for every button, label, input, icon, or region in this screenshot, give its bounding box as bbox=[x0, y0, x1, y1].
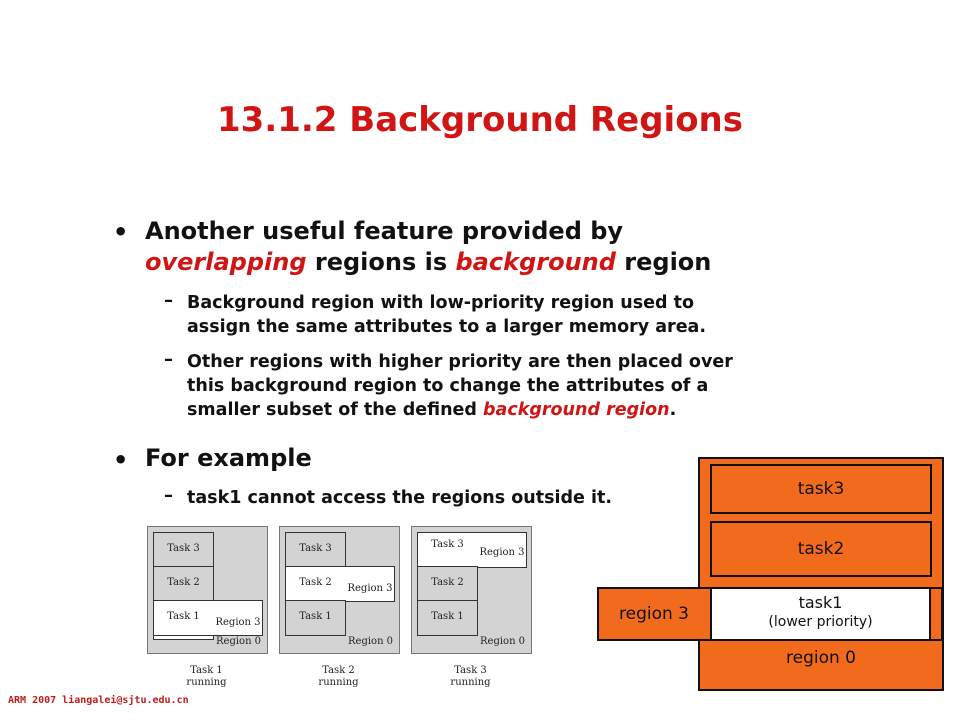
sub-bullet-1-line1: Background region with low-priority regi… bbox=[187, 293, 695, 313]
sub-bullet-2: Other regions with higher priority are t… bbox=[187, 350, 887, 422]
sub-bullet-2-line2: this background region to change the att… bbox=[187, 376, 709, 396]
task1-priority-note: (lower priority) bbox=[768, 614, 873, 630]
bullet-1-mid: regions is bbox=[306, 248, 456, 276]
region0-label: Region 0 bbox=[216, 636, 262, 647]
caption-line: Task 1 bbox=[190, 665, 223, 676]
bullet-1: Another useful feature provided by overl… bbox=[145, 216, 785, 278]
caption-line: running bbox=[318, 677, 359, 688]
region0-label: Region 0 bbox=[480, 636, 526, 647]
dash-marker: – bbox=[164, 485, 173, 506]
region3-label: region 3 bbox=[619, 604, 689, 624]
region3-label: Region 3 bbox=[215, 617, 261, 628]
task3-box: Task 3 bbox=[153, 532, 214, 568]
mini-diagram-task2: Task 3 Task 2 Region 3 Task 1 Region 0 bbox=[279, 526, 400, 654]
caption-line: running bbox=[186, 677, 227, 688]
task1-region: task1 (lower priority) bbox=[710, 587, 931, 641]
task2-label: Task 2 bbox=[431, 577, 464, 588]
task3-box: Task 3 bbox=[285, 532, 346, 568]
dash-marker: – bbox=[164, 290, 173, 311]
emph-overlapping: overlapping bbox=[145, 248, 307, 276]
sub-bullet-2-line1: Other regions with higher priority are t… bbox=[187, 352, 733, 372]
caption-line: Task 2 bbox=[322, 665, 355, 676]
footer-credit: ARM 2007 liangalei@sjtu.edu.cn bbox=[8, 695, 189, 706]
task2-region: task2 bbox=[710, 521, 932, 577]
task2-box: Task 2 bbox=[153, 566, 214, 602]
region3-label: Region 3 bbox=[347, 583, 393, 594]
bullet-1-end: region bbox=[615, 248, 712, 276]
task2-label: Task 2 bbox=[299, 577, 332, 588]
task2-box: Task 2 bbox=[417, 566, 478, 602]
caption-line: running bbox=[450, 677, 491, 688]
bullet-1-text: Another useful feature provided by bbox=[145, 217, 624, 245]
sub-bullet-1-line2: assign the same attributes to a larger m… bbox=[187, 317, 707, 337]
sub-bullet-2-line3: smaller subset of the defined bbox=[187, 400, 484, 420]
caption-line: Task 3 bbox=[454, 665, 487, 676]
emph-background-region: background region bbox=[483, 400, 670, 420]
sub-bullet-3: task1 cannot access the regions outside … bbox=[187, 488, 612, 508]
task1-label: Task 1 bbox=[431, 611, 464, 622]
emph-background: background bbox=[455, 248, 616, 276]
task2-label: Task 2 bbox=[167, 577, 200, 588]
dash-marker: – bbox=[164, 349, 173, 370]
region0-label: region 0 bbox=[786, 648, 856, 668]
task1-label: Task 1 bbox=[167, 611, 200, 622]
task3-region3-box: Task 3 Region 3 bbox=[417, 532, 527, 568]
bullet-marker: • bbox=[113, 218, 129, 246]
task3-label: Task 3 bbox=[167, 543, 200, 554]
period: . bbox=[669, 400, 677, 420]
mini-diagram-task1: Task 3 Task 2 Task 1 Region 3 Region 0 bbox=[147, 526, 268, 654]
task3-label: Task 3 bbox=[431, 539, 464, 550]
region0-label: Region 0 bbox=[348, 636, 394, 647]
task3-label: Task 3 bbox=[299, 543, 332, 554]
task1-box: Task 1 bbox=[417, 600, 478, 636]
task1-box: Task 1 bbox=[285, 600, 346, 636]
sub-bullet-1: Background region with low-priority regi… bbox=[187, 291, 867, 339]
task1-label: task1 bbox=[798, 593, 843, 612]
mini-diagram-task3: Task 3 Region 3 Task 2 Task 1 Region 0 bbox=[411, 526, 532, 654]
region3-label: Region 3 bbox=[479, 547, 525, 558]
slide-title: 13.1.2 Background Regions bbox=[216, 100, 743, 140]
task3-region: task3 bbox=[710, 464, 932, 514]
bullet-2: For example bbox=[145, 444, 312, 472]
bullet-marker: • bbox=[113, 446, 129, 474]
task1-region3-box: Task 1 Region 3 bbox=[153, 600, 263, 636]
task1-label: Task 1 bbox=[299, 611, 332, 622]
task2-region3-box: Task 2 Region 3 bbox=[285, 566, 395, 602]
